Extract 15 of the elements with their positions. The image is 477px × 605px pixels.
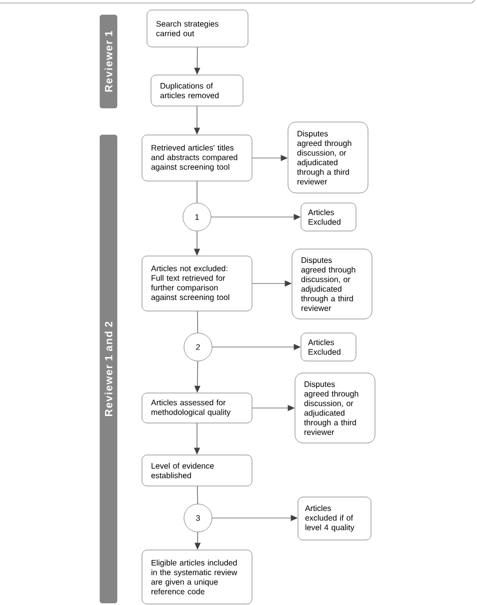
process-box: Articles assessed for methodological quality xyxy=(142,392,252,424)
exclusion-box: Articles excluded if of level 4 quality xyxy=(298,496,372,540)
process-box: Search strategies carried out xyxy=(146,10,248,48)
process-box: Articles not excluded: Full text retrieved for further comparison against screening tool xyxy=(142,256,252,312)
process-box: Eligible articles included in the systematic review are given a unique reference code xyxy=(142,550,252,604)
dispute-box: Disputes agreed through discussion, or adjudicated through a third reviewer xyxy=(288,122,368,194)
exclusion-box: Articles Excluded xyxy=(300,202,356,232)
reviewer-band: Reviewer 1 xyxy=(100,14,118,108)
reviewer-band: Reviewer 1 and 2 xyxy=(100,134,118,604)
dispute-box: Disputes agreed through discussion, or adjudicated through a third reviewer xyxy=(294,372,376,444)
process-box: Duplications of articles removed xyxy=(150,74,244,106)
exclusion-box: Articles Excluded xyxy=(300,332,356,362)
process-box: Retrieved articles' titles and abstracts compared against screening tool xyxy=(142,134,252,182)
dispute-box: Disputes agreed through discussion, or adjudicated through a third reviewer xyxy=(292,248,372,320)
process-box: Level of evidence established xyxy=(142,454,252,486)
